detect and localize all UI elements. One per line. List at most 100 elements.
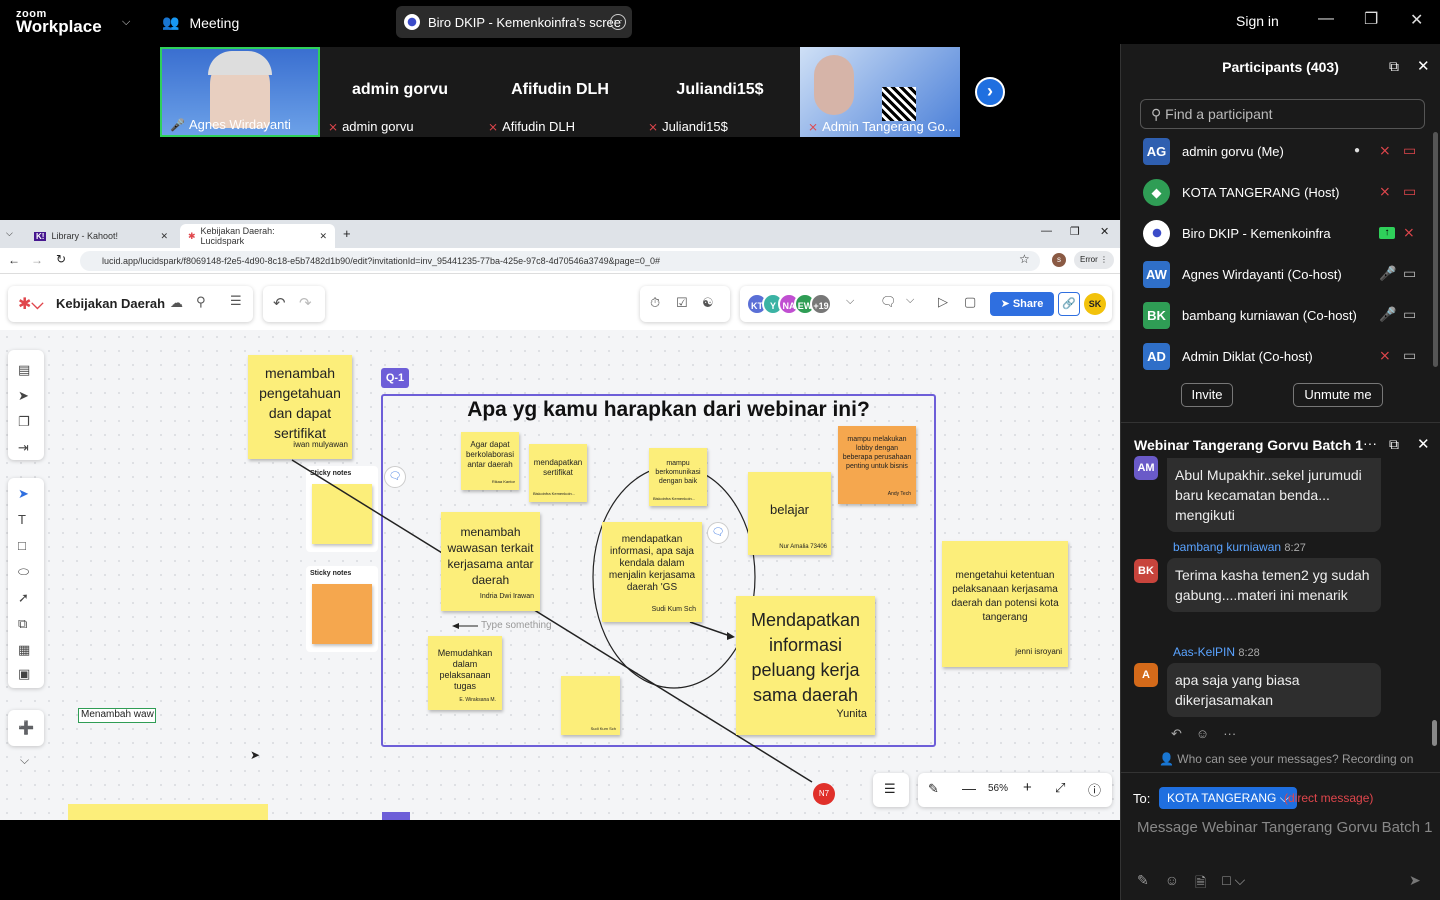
- recipient-dropdown[interactable]: KOTA TANGERANG ⌵: [1159, 787, 1297, 809]
- forward-icon[interactable]: →: [31, 253, 43, 267]
- tab-close-icon[interactable]: ✕: [160, 230, 168, 241]
- apps-icon[interactable]: ➕: [18, 720, 35, 735]
- sticky-palette-yellow[interactable]: Sticky notes: [306, 466, 378, 552]
- zoom-out-icon[interactable]: —: [962, 780, 976, 796]
- minimize-icon[interactable]: —: [1318, 10, 1334, 27]
- video-icon[interactable]: ▭: [1403, 347, 1417, 363]
- redo-icon[interactable]: ↷: [299, 295, 312, 312]
- sticky-note[interactable]: mendapatkan informasi, apa saja kendala …: [602, 522, 702, 622]
- layers-icon[interactable]: ❐: [18, 414, 30, 429]
- avatars-chevron-icon[interactable]: ⌵: [846, 295, 855, 307]
- sticky-note[interactable]: Agar dapat berkolaborasi antar daerah Ri…: [461, 432, 519, 490]
- chat-close-icon[interactable]: ✕: [1417, 436, 1430, 453]
- mic-icon[interactable]: 🎤: [1379, 306, 1397, 322]
- unmute-me-button[interactable]: Unmute me: [1293, 383, 1383, 407]
- back-icon[interactable]: ←: [8, 253, 20, 267]
- mic-muted-icon[interactable]: ⨯: [1379, 183, 1391, 199]
- chat-scrollbar[interactable]: [1432, 720, 1437, 746]
- lucid-menu-icon[interactable]: ✱⌵: [18, 296, 44, 313]
- mic-muted-icon[interactable]: ⨯: [1379, 142, 1391, 158]
- browser-close-icon[interactable]: ✕: [1100, 226, 1110, 238]
- tab-list-chevron-icon[interactable]: ⌵: [6, 228, 13, 238]
- url-input[interactable]: lucid.app/lucidspark/f8069148-f2e5-4d90-…: [80, 251, 1040, 271]
- frame-tool-icon[interactable]: ⧉: [18, 616, 28, 631]
- video-off-icon[interactable]: ▭: [1403, 183, 1417, 199]
- tab-kahoot[interactable]: K! Library - Kahoot! ✕: [26, 224, 176, 248]
- search-icon[interactable]: ⚲: [196, 294, 206, 309]
- more-tools-button[interactable]: ➕: [8, 710, 44, 746]
- lucid-canvas[interactable]: [0, 330, 1120, 820]
- help-icon[interactable]: ⓘ: [1088, 783, 1102, 798]
- zoom-level[interactable]: 56%: [988, 783, 1009, 794]
- text-tool-icon[interactable]: T: [18, 512, 26, 527]
- next-page-arrow-icon[interactable]: ›: [975, 77, 1005, 107]
- meeting-menu[interactable]: 👥 Meeting: [162, 14, 239, 31]
- line-tool-icon[interactable]: ➚: [18, 590, 29, 605]
- frame-tag-partial[interactable]: [382, 812, 410, 820]
- chat-popout-icon[interactable]: ⧉: [1389, 436, 1399, 452]
- sticky-palette-orange[interactable]: Sticky notes: [306, 566, 378, 652]
- tab-close-icon[interactable]: ✕: [319, 230, 327, 241]
- collapse-chevron-icon[interactable]: ⌵: [20, 753, 30, 767]
- frame-title[interactable]: Apa yg kamu harapkan dari webinar ini?: [467, 398, 870, 421]
- frame-tag[interactable]: Q-1: [381, 368, 409, 388]
- collaborators-icon[interactable]: ☯: [702, 295, 714, 310]
- timer-icon[interactable]: ⏱: [650, 295, 661, 310]
- mic-icon[interactable]: 🎤: [1379, 265, 1397, 281]
- collaborator-avatars[interactable]: KT Y NA EW +19: [746, 293, 832, 315]
- chat-message[interactable]: Abul Mupakhir..sekel jurumudi baru kecam…: [1167, 458, 1381, 532]
- more-options-icon[interactable]: ···: [610, 14, 626, 30]
- invite-button[interactable]: Invite: [1181, 383, 1233, 407]
- participant-row[interactable]: Biro DKIP - Kemenkoinfra ↑ ⨯: [1121, 216, 1431, 252]
- app-menu-chevron-icon[interactable]: ⌵: [122, 16, 131, 28]
- close-icon[interactable]: ✕: [1410, 12, 1424, 29]
- comment-icon[interactable]: 🗨: [707, 522, 729, 544]
- mic-muted-icon[interactable]: ⨯: [1403, 224, 1415, 240]
- import-icon[interactable]: ⇥: [18, 440, 29, 455]
- undo-icon[interactable]: ↶: [273, 295, 286, 312]
- participant-row[interactable]: AW Agnes Wirdayanti (Co-host) 🎤 ▭: [1121, 257, 1431, 293]
- chat-message[interactable]: apa saja yang biasa dikerjasamakan: [1167, 663, 1381, 717]
- mic-muted-icon[interactable]: ⨯: [1379, 347, 1391, 363]
- hamburger-menu-icon[interactable]: ☰: [230, 293, 242, 308]
- format-icon[interactable]: ✎: [1137, 872, 1149, 888]
- sticky-note-icon[interactable]: □: [18, 538, 26, 553]
- browser-restore-icon[interactable]: ❐: [1070, 226, 1080, 238]
- comments-icon[interactable]: 🗨: [880, 294, 897, 309]
- participant-row[interactable]: AD Admin Diklat (Co-host) ⨯ ▭: [1121, 339, 1431, 375]
- rocket-icon[interactable]: ➤: [18, 388, 29, 403]
- chat-more-icon[interactable]: ···: [1363, 435, 1377, 451]
- screen-share-indicator[interactable]: Biro DKIP - Kemenkoinfra's scree ···: [396, 6, 632, 38]
- present-icon[interactable]: ▷: [938, 294, 948, 309]
- shapes-icon[interactable]: ⬭: [18, 564, 30, 579]
- video-tile-agnes[interactable]: 🎤Agnes Wirdayanti: [160, 47, 320, 137]
- comment-icon[interactable]: 🗨: [384, 466, 406, 488]
- close-panel-icon[interactable]: ✕: [1417, 58, 1430, 75]
- participant-search-input[interactable]: ⚲ Find a participant: [1140, 99, 1425, 129]
- sticky-note[interactable]: mengetahui ketentuan pelaksanaan kerjasa…: [942, 541, 1068, 667]
- sticky-partial[interactable]: [68, 804, 268, 820]
- table-tool-icon[interactable]: ▦: [18, 642, 31, 657]
- file-icon[interactable]: 🗎: [1195, 874, 1207, 890]
- share-button[interactable]: ➤ Share: [990, 292, 1054, 316]
- browser-minimize-icon[interactable]: —: [1041, 225, 1052, 237]
- pen-icon[interactable]: ✎: [928, 781, 939, 796]
- copy-link-icon[interactable]: 🔗: [1058, 292, 1080, 316]
- sign-in-button[interactable]: Sign in: [1236, 13, 1279, 29]
- profile-avatar[interactable]: s: [1052, 253, 1066, 267]
- outline-button[interactable]: ☰: [873, 773, 909, 807]
- text-placeholder[interactable]: Type something: [481, 620, 552, 631]
- new-tab-icon[interactable]: +: [343, 226, 351, 241]
- sticky-note[interactable]: menambah wawasan terkait kerjasama antar…: [441, 512, 540, 611]
- video-icon[interactable]: ▭: [1403, 306, 1417, 322]
- reload-icon[interactable]: ↻: [56, 252, 67, 266]
- zoom-in-icon[interactable]: +: [1023, 779, 1032, 796]
- add-reaction-icon[interactable]: ☺: [1195, 726, 1210, 741]
- text-box-editing[interactable]: Menambah waw: [78, 708, 156, 723]
- participant-row[interactable]: ◆ KOTA TANGERANG (Host) ⨯ ▭: [1121, 175, 1431, 211]
- select-arrow-icon[interactable]: ➤: [18, 486, 29, 501]
- vote-icon[interactable]: ☑: [676, 295, 688, 310]
- participants-scrollbar[interactable]: [1433, 132, 1438, 367]
- video-off-icon[interactable]: ▭: [1403, 142, 1417, 158]
- message-input[interactable]: Message Webinar Tangerang Gorvu Batch 1: [1137, 819, 1433, 836]
